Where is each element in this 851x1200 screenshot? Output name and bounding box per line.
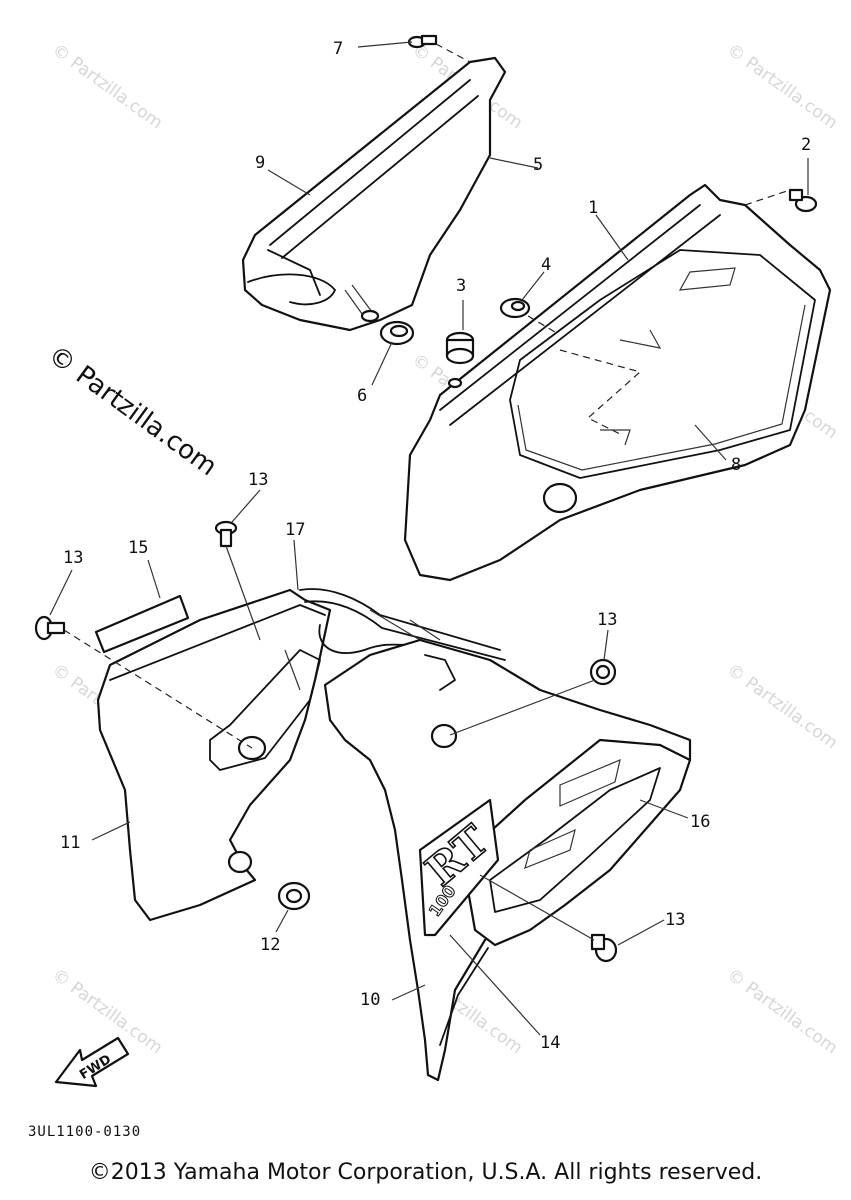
callout-1: 1 bbox=[588, 198, 599, 218]
callout-4: 4 bbox=[541, 255, 552, 275]
callout-10: 10 bbox=[360, 990, 381, 1010]
callout-7: 7 bbox=[333, 39, 344, 59]
callout-6: 6 bbox=[357, 386, 368, 406]
callout-12: 12 bbox=[260, 935, 281, 955]
callout-9: 9 bbox=[255, 153, 266, 173]
callout-13-right: 13 bbox=[597, 610, 618, 630]
decal-part-15[interactable] bbox=[94, 594, 190, 654]
leader-lines bbox=[49, 41, 809, 1036]
bolt-part-13-bottom[interactable] bbox=[479, 874, 618, 963]
copyright-notice: ©2013 Yamaha Motor Corporation, U.S.A. A… bbox=[88, 1160, 763, 1185]
callout-17: 17 bbox=[285, 520, 306, 540]
callout-13-top: 13 bbox=[248, 470, 269, 490]
bolt-part-13-top[interactable] bbox=[214, 520, 261, 641]
bolt-part-2[interactable] bbox=[744, 188, 818, 213]
diagram-code: 3UL1100-0130 bbox=[28, 1124, 142, 1140]
callout-15: 15 bbox=[128, 538, 149, 558]
grommet-part-12[interactable] bbox=[227, 850, 311, 911]
callout-8: 8 bbox=[731, 455, 742, 475]
side-cover-upper-right[interactable] bbox=[403, 183, 832, 582]
grommet-part-4[interactable] bbox=[499, 297, 556, 333]
callout-16: 16 bbox=[690, 812, 711, 832]
callout-14: 14 bbox=[540, 1033, 561, 1053]
callout-2: 2 bbox=[801, 135, 812, 155]
fwd-arrow-icon: FWD bbox=[54, 1036, 130, 1088]
callout-5: 5 bbox=[533, 155, 544, 175]
callout-13-left: 13 bbox=[63, 548, 84, 568]
callout-13-bottom: 13 bbox=[665, 910, 686, 930]
bolt-part-7[interactable] bbox=[407, 34, 471, 63]
side-cover-upper-left[interactable] bbox=[241, 56, 507, 332]
bolt-part-13-right[interactable] bbox=[449, 658, 617, 736]
callout-3: 3 bbox=[456, 276, 467, 296]
bolt-part-13-left[interactable] bbox=[34, 615, 253, 749]
side-panel-part-16[interactable] bbox=[466, 738, 692, 947]
grommet-part-3[interactable] bbox=[445, 331, 475, 389]
callout-11: 11 bbox=[60, 833, 81, 853]
grommet-part-6[interactable] bbox=[379, 320, 415, 346]
